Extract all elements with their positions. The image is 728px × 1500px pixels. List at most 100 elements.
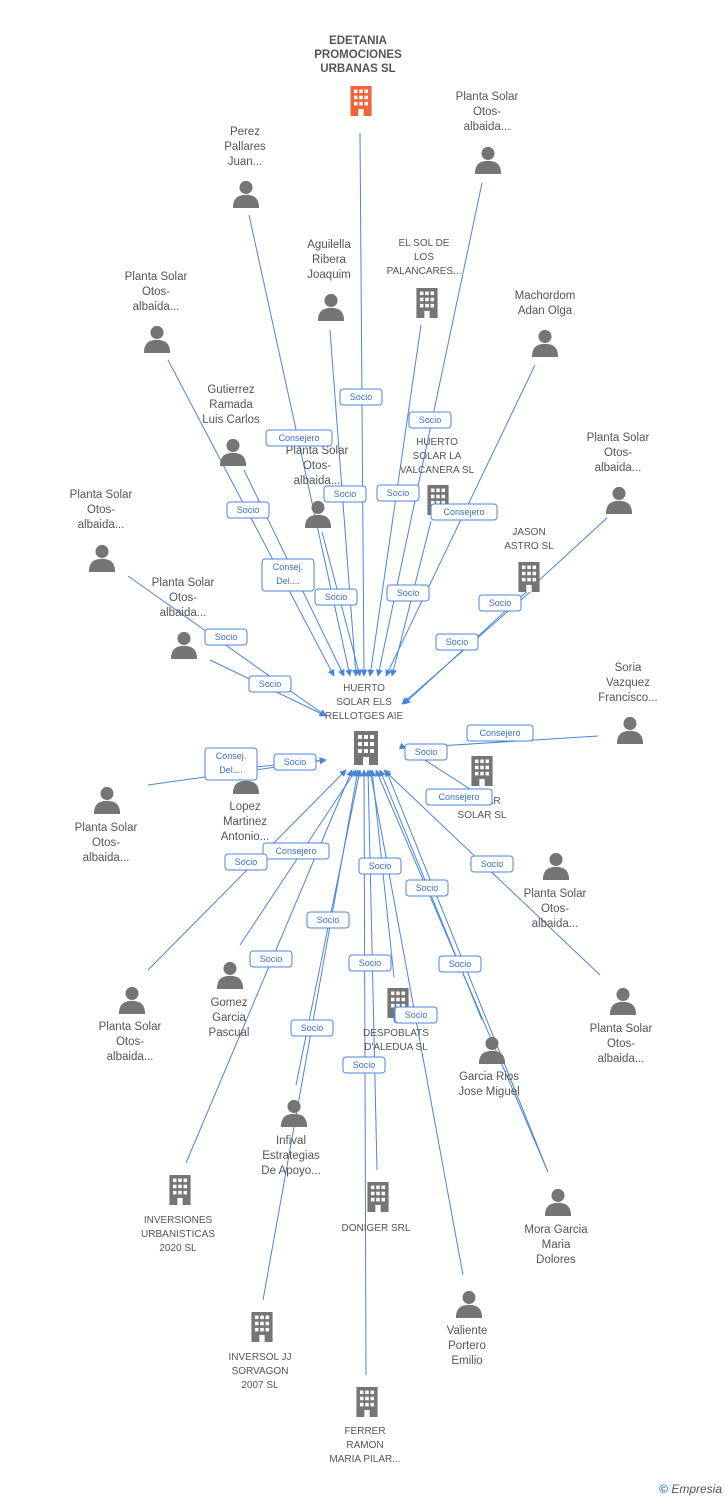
node-label: HUERTO	[416, 437, 458, 448]
relation-tag-gutierrez[interactable]: Consej.Del....	[261, 558, 315, 592]
relation-tag-gomez[interactable]: Consejero	[262, 842, 330, 860]
node-lopez[interactable]: LopezMartinezAntonio...	[221, 766, 270, 843]
relation-tag-box	[394, 1006, 438, 1024]
relation-tag-doniger[interactable]: Socio	[348, 954, 392, 972]
node-p_otos5[interactable]: Planta SolarOtos-albaida...	[70, 489, 133, 572]
relation-tag-garciarios[interactable]: Socio	[405, 879, 449, 897]
node-label: Pallares	[224, 141, 266, 153]
node-p_otos1[interactable]: Planta SolarOtos-albaida...	[456, 91, 519, 174]
relation-tag-p_otos6[interactable]: Socio	[248, 675, 292, 693]
relation-tag-perez[interactable]: Consejero	[265, 429, 333, 447]
company-building-icon	[354, 731, 378, 765]
relation-tag-consejero_extra[interactable]: Consejero	[425, 788, 493, 806]
node-perez[interactable]: PerezPallaresJuan...	[224, 126, 266, 208]
relation-tag-despoblats[interactable]: Socio	[358, 857, 402, 875]
relation-tag-label: Socio	[416, 883, 439, 893]
person-icon	[280, 1099, 308, 1127]
node-p_otos7[interactable]: Planta SolarOtos-albaida...	[75, 786, 138, 864]
relation-tag-box	[262, 842, 330, 860]
node-p_otos10[interactable]: Planta SolarOtos-albaida...	[590, 987, 653, 1065]
person-icon	[170, 631, 198, 659]
relation-tag-inversiones[interactable]: Socio	[249, 950, 293, 968]
relation-tag-infival[interactable]: Socio	[306, 911, 350, 929]
person-icon	[605, 486, 633, 514]
relation-tag-label: Socio	[235, 857, 258, 867]
node-label: Aguilella	[307, 239, 351, 251]
relation-tag-p_otos1[interactable]: Socio	[408, 411, 452, 429]
relation-tag-label: Socio	[369, 861, 392, 871]
relation-tag-p_otos8[interactable]: Socio	[470, 855, 514, 873]
relation-tag-p_otos2[interactable]: Socio	[226, 501, 270, 519]
relation-tag-label: Consejero	[479, 728, 520, 738]
node-p_otos9[interactable]: Planta SolarOtos-albaida...	[99, 986, 162, 1063]
relation-tag-p_otos3[interactable]: Socio	[323, 485, 367, 503]
relation-tag-label: Socio	[446, 637, 469, 647]
person-icon	[478, 1036, 506, 1064]
node-p_otos4[interactable]: Planta SolarOtos-albaida...	[587, 432, 650, 514]
relation-tag-lopez[interactable]: Consej.Del....	[204, 747, 258, 781]
relation-tag-box	[358, 857, 402, 875]
node-solpal[interactable]: EL SOL DELOSPALANCARES...	[387, 238, 462, 318]
relation-tag-label: Socio	[237, 505, 260, 515]
relation-tag-label: Socio	[419, 415, 442, 425]
relation-tag-ferrer[interactable]: Socio	[342, 1056, 386, 1074]
relation-tag-box	[435, 633, 479, 651]
node-label: Emilio	[451, 1355, 482, 1367]
relation-tag-valiente[interactable]: Socio	[394, 1006, 438, 1024]
relation-tag-box	[478, 594, 522, 612]
node-label: Pascual	[209, 1027, 250, 1039]
relation-tag-p_otos7[interactable]: Socio	[273, 753, 317, 771]
node-doniger[interactable]: DONIGER SRL	[342, 1182, 411, 1234]
node-p_otos3[interactable]: Planta SolarOtos-albaida...	[286, 445, 349, 528]
relation-tag-domar[interactable]: Socio	[404, 743, 448, 761]
person-icon	[216, 961, 244, 989]
node-label: Antonio...	[221, 831, 270, 843]
relation-tag-p_otos10[interactable]: Socio	[438, 955, 482, 973]
relation-tag-inversol[interactable]: Socio	[290, 1019, 334, 1037]
relation-tag-jason[interactable]: Socio	[435, 633, 479, 651]
node-label: Otos-	[116, 1036, 144, 1048]
relation-tag-label: Socio	[489, 598, 512, 608]
node-label: Planta Solar	[286, 445, 349, 457]
node-label: Otos-	[303, 460, 331, 472]
node-label: Otos-	[92, 837, 120, 849]
node-label: Lopez	[229, 801, 261, 813]
relation-tag-valcanera[interactable]: Socio	[386, 584, 430, 602]
node-soria[interactable]: SoriaVazquezFrancisco...	[598, 662, 658, 744]
relation-tag-soria[interactable]: Consejero	[466, 724, 534, 742]
relation-tag-p_otos5[interactable]: Socio	[204, 628, 248, 646]
node-p_otos2[interactable]: Planta SolarOtos-albaida...	[125, 271, 188, 353]
node-label: INVERSIONES	[144, 1215, 213, 1226]
node-p_otos6[interactable]: Planta SolarOtos-albaida...	[152, 577, 215, 659]
person-icon	[93, 786, 121, 814]
relation-tag-edetania[interactable]: Socio	[339, 388, 383, 406]
relation-tag-p_otos4[interactable]: Socio	[478, 594, 522, 612]
node-label: Planta Solar	[524, 888, 587, 900]
person-icon	[143, 325, 171, 353]
relation-tags-layer: SocioSocioConsejeroSocioSocioConsejeroSo…	[204, 388, 534, 1074]
relation-tag-solpal[interactable]: Socio	[376, 484, 420, 502]
relation-tag-machordom[interactable]: Consejero	[430, 503, 498, 521]
relation-tag-aguilella[interactable]: Socio	[314, 588, 358, 606]
relation-tag-p_otos9[interactable]: Socio	[224, 853, 268, 871]
node-label: Adan Olga	[518, 305, 573, 317]
node-p_otos8[interactable]: Planta SolarOtos-albaida...	[524, 852, 587, 930]
relation-tag-label: Consejero	[438, 792, 479, 802]
node-label: Gomez	[210, 997, 247, 1009]
